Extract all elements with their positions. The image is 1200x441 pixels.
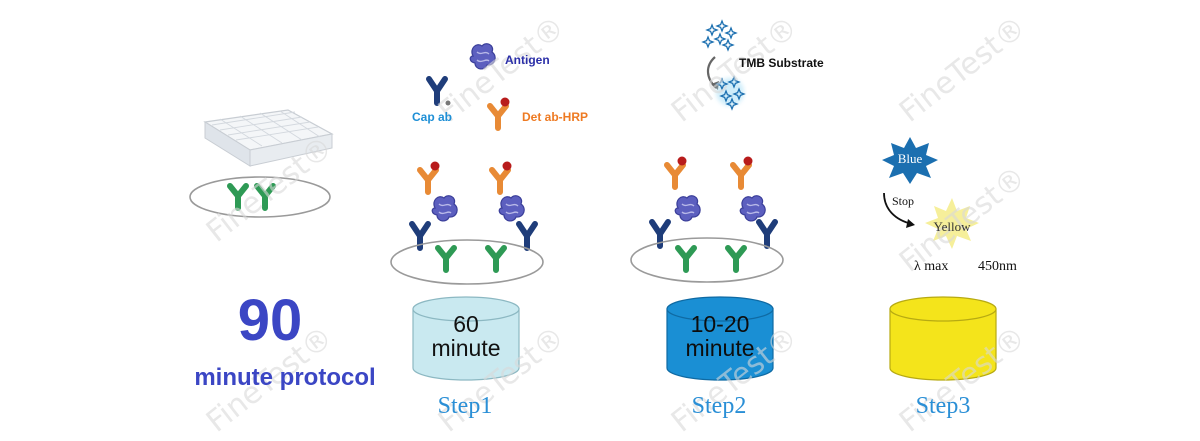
microplate-illustration xyxy=(203,109,334,167)
antigen-label: Antigen xyxy=(505,53,550,67)
protocol-duration-number: 90 xyxy=(237,288,303,353)
step1-time-unit: minute xyxy=(431,335,501,362)
step1-time-value: 60 xyxy=(453,311,479,337)
legend-reagents xyxy=(429,43,510,129)
protocol-duration-text: minute protocol xyxy=(194,364,376,391)
step2-time-unit: minute xyxy=(685,335,755,362)
coated-well-plate0 xyxy=(189,176,331,218)
step1-cylinder xyxy=(412,296,520,381)
step2-time-value: 10-20 xyxy=(690,311,750,337)
color-change-illustration xyxy=(882,137,979,249)
det-ab-hrp-label: Det ab-HRP xyxy=(522,110,589,124)
blue-splash-icon xyxy=(882,137,938,184)
step3-label: Step3 xyxy=(915,393,971,419)
blue-color-label: Blue xyxy=(897,151,923,166)
tmb-substrate-label: TMB Substrate xyxy=(739,56,824,70)
lambda-max-label: λ max xyxy=(914,259,949,274)
step2-time: 10-20 minute xyxy=(666,312,774,360)
yellow-splash-icon xyxy=(925,198,979,249)
step2-label: Step2 xyxy=(691,393,747,419)
wavelength-value: 450nm xyxy=(978,259,1017,274)
cap-ab-label: Cap ab xyxy=(412,110,453,124)
step1-well-complex xyxy=(390,162,544,285)
stop-label: Stop xyxy=(892,194,915,208)
step1-label: Step1 xyxy=(437,393,493,419)
tmb-substrate-illustration xyxy=(702,20,745,110)
step3-cylinder xyxy=(889,296,997,381)
detection-antibody-hrp-icon xyxy=(490,98,510,129)
step1-time: 60 minute xyxy=(412,312,520,360)
step2-well-complex xyxy=(630,157,784,283)
step2-cylinder xyxy=(666,296,774,381)
yellow-color-label: Yellow xyxy=(933,219,971,234)
